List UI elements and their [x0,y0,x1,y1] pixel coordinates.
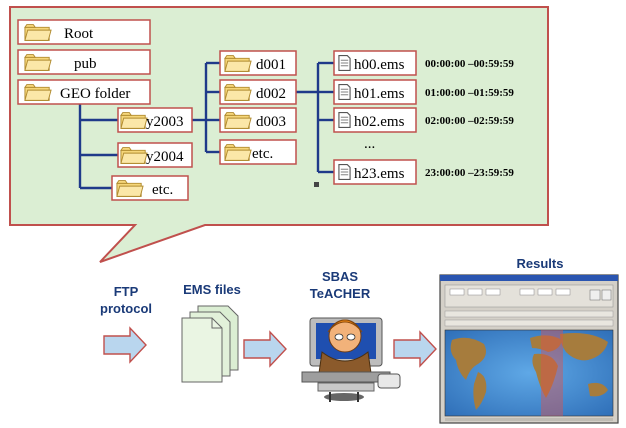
node-d001-label: d001 [256,57,286,73]
file-icon [338,54,351,72]
node-h23: h23.ems [333,159,417,185]
results-screenshot [439,274,619,424]
node-pub-label: pub [74,56,97,72]
node-y2003: y2003 [117,107,193,133]
sbas-label-line1: SBAS [322,269,358,284]
node-d002-label: d002 [256,86,286,102]
time-range-h00: 00:00:00 –00:59:59 [425,58,514,70]
node-y2004: y2004 [117,142,193,168]
folder-icon [24,54,52,71]
time-range-h23: 23:00:00 –23:59:59 [425,167,514,179]
node-y2004-label: y2004 [146,149,184,165]
node-h01: h01.ems [333,79,417,105]
time-range-h02: 02:00:00 –02:59:59 [425,115,514,127]
ftp-label-line2: protocol [100,301,152,316]
node-etc-day-label: etc. [252,146,273,162]
sbas-label-line2: TeACHER [310,286,371,301]
node-d001: d001 [219,50,297,76]
arrow-teacher [393,330,437,368]
node-etc-day: etc. [219,139,297,165]
ems-files-stack-icon [181,305,239,383]
node-etc-year: etc. [111,175,189,201]
file-icon [338,163,351,181]
world-map [444,329,614,417]
results-label: Results [517,256,564,271]
folder-icon [116,180,144,197]
node-h00: h00.ems [333,50,417,76]
arrow-ems [243,330,287,368]
node-geo-label: GEO folder [60,86,130,102]
node-d003-label: d003 [256,114,286,130]
tree-connectors [78,61,334,190]
folder-icon [24,84,52,101]
folder-icon [224,112,252,129]
small-marker [314,182,319,187]
folder-icon [120,112,148,129]
file-icon [338,83,351,101]
node-etc-year-label: etc. [152,182,173,198]
ems-files-label: EMS files [183,282,241,297]
folder-icon [224,144,252,161]
node-geo-folder: GEO folder [17,79,151,105]
folder-icon [224,84,252,101]
file-icon [338,111,351,129]
node-h02-label: h02.ems [354,114,405,130]
ftp-label-line1: FTP [114,284,139,299]
node-pub: pub [17,49,151,75]
files-ellipsis: ... [364,136,375,152]
node-root-label: Root [64,26,94,42]
node-d002: d002 [219,79,297,105]
node-h23-label: h23.ems [354,166,405,182]
folder-icon [120,147,148,164]
node-h01-label: h01.ems [354,86,405,102]
node-y2003-label: y2003 [146,114,184,130]
node-root: Root [17,19,151,45]
time-range-h01: 01:00:00 –01:59:59 [425,87,514,99]
node-h00-label: h00.ems [354,57,405,73]
folder-icon [24,24,52,41]
arrow-ftp [103,326,147,364]
node-d003: d003 [219,107,297,133]
callout-panel [9,6,549,263]
results-toolbar [444,284,614,308]
teacher-computer-icon [301,317,401,402]
folder-icon [224,55,252,72]
node-h02: h02.ems [333,107,417,133]
